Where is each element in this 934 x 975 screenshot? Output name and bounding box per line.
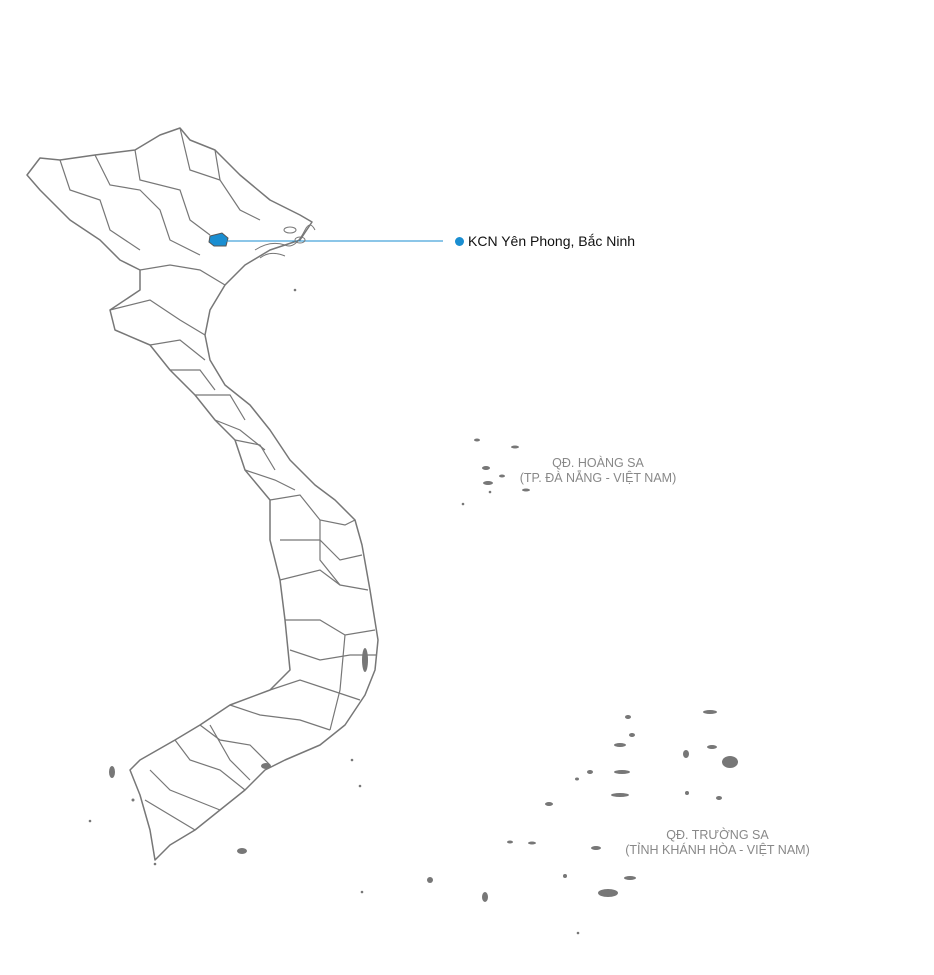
truong-sa-admin: (TỈNH KHÁNH HÒA - VIỆT NAM)	[625, 843, 810, 857]
truong-sa-label: QĐ. TRƯỜNG SA (TỈNH KHÁNH HÒA - VIỆT NAM…	[615, 828, 820, 858]
province-borders	[59, 127, 377, 831]
marker-label: KCN Yên Phong, Bắc Ninh	[468, 233, 636, 249]
coastal-islands	[254, 224, 316, 259]
truong-sa-name: QĐ. TRƯỜNG SA	[666, 828, 769, 842]
hoang-sa-admin: (TP. ĐÀ NẴNG - VIỆT NAM)	[519, 471, 677, 485]
marker-dot-icon	[455, 236, 464, 246]
location-marker[interactable]: KCN Yên Phong, Bắc Ninh	[455, 233, 635, 249]
hoang-sa-name: QĐ. HOÀNG SA	[552, 456, 644, 470]
archipelago-islands	[88, 288, 738, 935]
bac-ninh-highlight[interactable]	[208, 232, 229, 247]
country-outline	[26, 127, 379, 861]
hoang-sa-label: QĐ. HOÀNG SA (TP. ĐÀ NẴNG - VIỆT NAM)	[512, 456, 684, 486]
